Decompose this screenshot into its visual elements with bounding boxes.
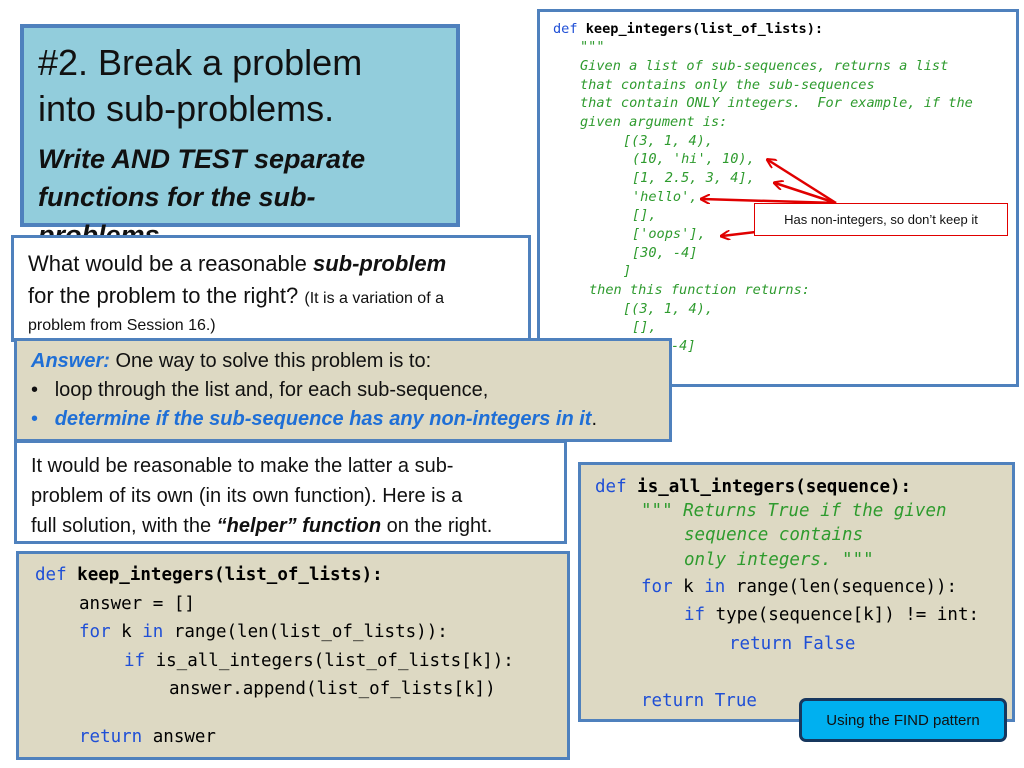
code-text: answer xyxy=(142,727,216,747)
docstring-line: """ Returns True if the given xyxy=(641,501,947,521)
return-keyword: return xyxy=(79,727,143,747)
reason-line-3: full solution, with the “helper” functio… xyxy=(31,511,550,541)
docstring-line: [1, 2.5, 3, 4], xyxy=(632,170,755,186)
answer-intro: One way to solve this problem is to: xyxy=(115,350,432,372)
bullet-text: determine if the sub-sequence has any no… xyxy=(54,408,592,430)
code-line: def keep_integers(list_of_lists): xyxy=(35,564,383,586)
for-keyword: for xyxy=(641,577,673,597)
docstring-line: given argument is: xyxy=(580,114,728,130)
docstring-line: Given a list of sub-sequences, returns a… xyxy=(580,58,949,74)
code-line: def is_all_integers(sequence): xyxy=(595,476,911,498)
question-text: What would be a reasonable xyxy=(28,251,313,276)
for-keyword: for xyxy=(79,622,111,642)
subtitle-line-1: Write AND TEST separate xyxy=(38,144,366,174)
docstring-line: ] xyxy=(623,263,632,279)
def-keyword: def xyxy=(553,21,578,37)
code-text: k xyxy=(672,577,705,597)
reason-text: full solution, with the xyxy=(31,515,217,537)
docstring-line: sequence contains xyxy=(684,525,864,545)
code-text: range(len(sequence)): xyxy=(725,577,958,597)
code-text: k xyxy=(110,622,143,642)
problem-code-box: def keep_integers(list_of_lists): """ Gi… xyxy=(537,9,1019,387)
bullet-end: . xyxy=(591,408,598,430)
def-keyword: def xyxy=(35,565,67,585)
code-line: answer = [] xyxy=(79,594,195,614)
solution-code-box: def keep_integers(list_of_lists): answer… xyxy=(16,551,570,760)
code-text: is_all_integers(list_of_lists[k]): xyxy=(145,651,514,671)
in-keyword: in xyxy=(142,622,164,642)
question-box: What would be a reasonable sub-problem f… xyxy=(11,235,531,342)
code-line: if type(sequence[k]) != int: xyxy=(684,604,979,626)
docstring-line: [30, -4] xyxy=(632,245,698,261)
code-text: type(sequence[k]) != int: xyxy=(705,605,980,625)
if-keyword: if xyxy=(124,651,146,671)
docstring-line: ['oops'], xyxy=(632,226,706,242)
function-signature: is_all_integers(sequence): xyxy=(637,477,912,497)
question-line-2: for the problem to the right? (It is a v… xyxy=(28,280,514,315)
code-text: range(len(list_of_lists)): xyxy=(163,622,448,642)
docstring-line: only integers. """ xyxy=(684,550,874,570)
docstring-line: (10, 'hi', 10), xyxy=(632,151,755,167)
helper-code-box: def is_all_integers(sequence): """ Retur… xyxy=(578,462,1015,722)
bullet-glyph: • xyxy=(31,408,39,430)
return-false-line: return False xyxy=(729,634,856,654)
title-line-1: #2. Break a problem xyxy=(38,42,363,83)
title-line-2: into sub-problems. xyxy=(38,88,335,129)
function-signature: keep_integers(list_of_lists): xyxy=(585,21,824,37)
in-keyword: in xyxy=(704,577,726,597)
if-keyword: if xyxy=(684,605,706,625)
docstring-line: """ xyxy=(580,39,605,55)
docstring-line: [(3, 1, 4), xyxy=(623,301,714,317)
docstring-line: -4] xyxy=(671,338,696,354)
answer-box: Answer: One way to solve this problem is… xyxy=(14,338,672,442)
bullet-text: loop through the list and, for each sub-… xyxy=(54,379,489,401)
docstring-line: that contains only the sub-sequences xyxy=(580,77,875,93)
docstring-line: [(3, 1, 4), xyxy=(623,133,714,149)
answer-bullet-1: • loop through the list and, for each su… xyxy=(31,376,655,405)
reason-line-1: It would be reasonable to make the latte… xyxy=(31,455,454,477)
slide-title-box: #2. Break a problem into sub-problems. W… xyxy=(20,24,460,250)
docstring-line: 'hello', xyxy=(632,189,698,205)
reason-line-2: problem of its own (in its own function)… xyxy=(31,485,463,507)
docstring-line: then this function returns: xyxy=(589,282,810,298)
question-note: (It is a variation of a xyxy=(304,290,444,307)
code-line: if is_all_integers(list_of_lists[k]): xyxy=(124,650,514,672)
answer-bullet-2: • determine if the sub-sequence has any … xyxy=(31,405,655,434)
docstring-line: that contain ONLY integers. For example,… xyxy=(580,95,973,111)
code-line: for k in range(len(list_of_lists)): xyxy=(79,621,448,643)
docstring-line: [], xyxy=(632,319,657,335)
question-emphasis: sub-problem xyxy=(312,251,447,276)
non-integers-callout: Has non-integers, so don’t keep it xyxy=(754,203,1008,236)
code-line: for k in range(len(sequence)): xyxy=(641,576,957,598)
code-top-def-line: def keep_integers(list_of_lists): xyxy=(553,20,823,39)
find-pattern-badge: Using the FIND pattern xyxy=(799,698,1007,742)
code-line: return answer xyxy=(79,726,216,748)
question-note-line: problem from Session 16.) xyxy=(28,317,216,334)
answer-intro-line: Answer: One way to solve this problem is… xyxy=(31,347,655,376)
helper-function-emphasis: “helper” function xyxy=(216,515,382,537)
bullet-glyph: • xyxy=(31,379,39,401)
function-signature: keep_integers(list_of_lists): xyxy=(77,565,383,585)
docstring-line: [], xyxy=(632,207,657,223)
def-keyword: def xyxy=(595,477,627,497)
question-line-1: What would be a reasonable sub-problem xyxy=(28,248,514,280)
reason-text: on the right. xyxy=(381,515,493,537)
question-text: for the problem to the right? xyxy=(28,283,305,308)
reasoning-box: It would be reasonable to make the latte… xyxy=(14,440,567,544)
return-true-line: return True xyxy=(641,691,757,711)
answer-label: Answer: xyxy=(31,350,110,372)
code-line: answer.append(list_of_lists[k]) xyxy=(169,679,496,699)
